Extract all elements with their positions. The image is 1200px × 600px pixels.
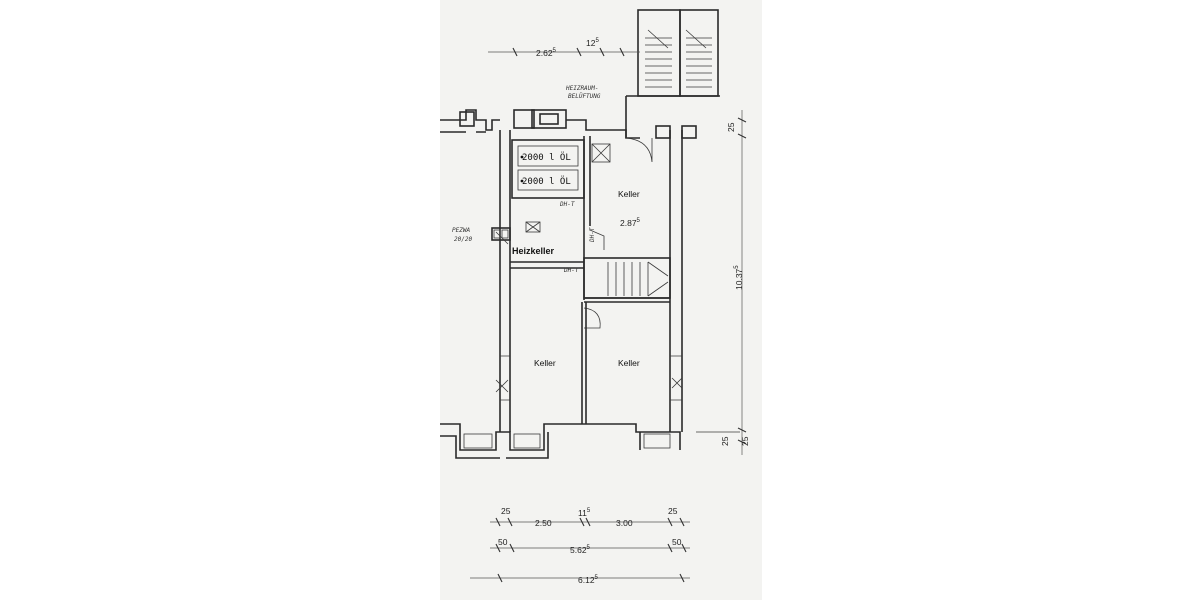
note-pezwa-1: PEZWA	[452, 227, 470, 234]
note-small-b: DH-T	[563, 267, 579, 274]
note-heizraum-1: HEIZRAUM-	[565, 85, 599, 92]
note-small-a: DH-T	[559, 201, 575, 208]
room-heizkeller: Heizkeller	[512, 246, 555, 256]
note-heizraum-2: BELÜFTUNG	[568, 93, 601, 100]
bottom-dimensions	[470, 517, 690, 583]
dim-total-height: 10.375	[734, 265, 744, 290]
dim-right-bottom-a: 25	[720, 436, 730, 446]
dim-row1-b: 3.00	[616, 518, 633, 528]
dim-row1-mid: 115	[578, 508, 591, 518]
dim-row1-left: 25	[501, 506, 511, 516]
room-keller-right: Keller	[618, 358, 640, 368]
dim-right-bottom-b: 25	[740, 436, 750, 446]
note-small-c: DH-T	[589, 227, 596, 243]
dim-row2-mid: 5.625	[570, 545, 591, 555]
exterior-stairs	[625, 9, 720, 138]
dim-keller-depth: 2.875	[620, 218, 641, 228]
dim-row3-total: 6.125	[578, 575, 599, 585]
tank-dot-icon	[520, 179, 524, 183]
room-keller-upper: Keller	[618, 189, 640, 199]
note-pezwa-2: 20/20	[454, 236, 472, 243]
outer-walls	[440, 109, 740, 459]
dim-right-top: 25	[726, 122, 736, 132]
dim-top-width: 2.625	[536, 48, 557, 58]
interior-walls	[491, 136, 683, 424]
right-dimension	[737, 110, 747, 455]
tank-label-2: 2000 l ÖL	[522, 176, 571, 187]
tank-label-1: 2000 l ÖL	[522, 152, 571, 163]
dim-top-small: 125	[586, 38, 599, 48]
top-dimension	[488, 47, 640, 57]
dim-row2-right: 50	[672, 537, 682, 547]
drawing-sheet	[440, 0, 762, 600]
tank-dot-icon	[520, 155, 524, 159]
dim-row1-a: 2.50	[535, 518, 552, 528]
dim-row1-right: 25	[668, 506, 678, 516]
dim-row2-left: 50	[498, 537, 508, 547]
room-keller-left: Keller	[534, 358, 556, 368]
